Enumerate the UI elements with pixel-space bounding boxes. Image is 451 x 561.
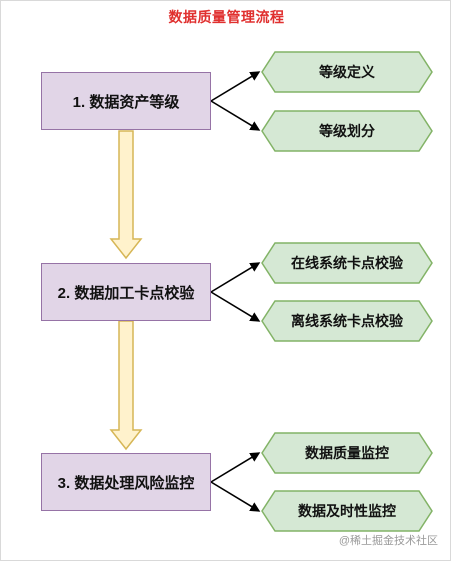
leaf-label-offline-checkpoint: 离线系统卡点校验 <box>291 313 403 329</box>
leaf-data-timeliness-monitoring: 数据及时性监控 <box>261 490 433 532</box>
step-box-data-risk-monitoring: 3. 数据处理风险监控 <box>41 453 211 511</box>
connector-step2-to-online-check <box>210 262 261 293</box>
leaf-online-checkpoint: 在线系统卡点校验 <box>261 242 433 284</box>
connector-step3-to-quality-monitor <box>210 452 261 483</box>
leaf-label-data-quality-monitoring: 数据质量监控 <box>305 445 389 461</box>
step-label-data-asset-level: 1. 数据资产等级 <box>72 93 180 111</box>
step-box-data-asset-level: 1. 数据资产等级 <box>41 72 211 130</box>
hexagon-shape <box>261 110 433 152</box>
leaf-level-classification: 等级划分 <box>261 110 433 152</box>
leaf-offline-checkpoint: 离线系统卡点校验 <box>261 300 433 342</box>
leaf-label-level-classification: 等级划分 <box>319 123 375 139</box>
step-box-data-processing-checkpoint: 2. 数据加工卡点校验 <box>41 263 211 321</box>
hexagon-shape <box>261 490 433 532</box>
diagram-title: 数据质量管理流程 <box>168 9 285 25</box>
leaf-level-definition: 等级定义 <box>261 51 433 93</box>
leaf-data-quality-monitoring: 数据质量监控 <box>261 432 433 474</box>
connector-step2-to-offline-check <box>210 291 261 322</box>
watermark-text: @稀土掘金技术社区 <box>338 535 438 547</box>
leaf-label-online-checkpoint: 在线系统卡点校验 <box>291 255 403 271</box>
step-label-data-risk-monitoring: 3. 数据处理风险监控 <box>57 474 195 492</box>
hexagon-shape <box>261 242 433 284</box>
connector-step3-to-timeliness-monitor <box>210 481 261 512</box>
connector-step1-to-level-classification <box>210 100 261 131</box>
hexagon-shape <box>261 51 433 93</box>
hexagon-shape <box>261 300 433 342</box>
flow-arrow-step2-to-step3 <box>109 320 143 451</box>
hexagon-shape <box>261 432 433 474</box>
step-label-data-processing-checkpoint: 2. 数据加工卡点校验 <box>57 284 195 302</box>
flow-arrow-step1-to-step2 <box>109 130 143 260</box>
leaf-label-level-definition: 等级定义 <box>319 64 375 80</box>
connector-step1-to-level-definition <box>210 71 261 102</box>
leaf-label-data-timeliness-monitoring: 数据及时性监控 <box>298 503 396 519</box>
